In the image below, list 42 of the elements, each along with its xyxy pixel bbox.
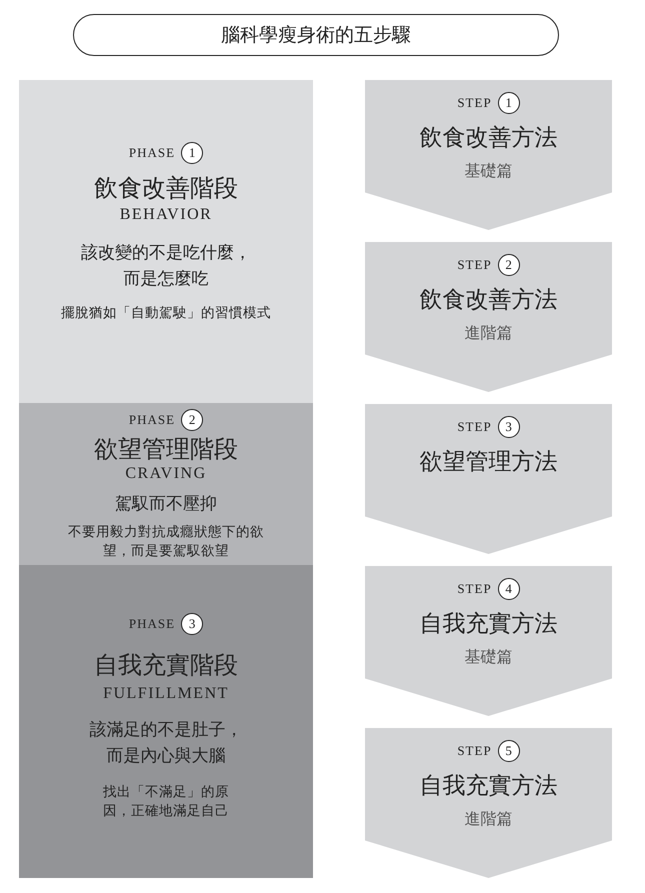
phase-english: FULFILLMENT — [102, 685, 230, 703]
phase-title: 欲望管理階段 — [93, 434, 239, 465]
chevron-step — [365, 566, 612, 716]
phase-label: PHASE — [128, 145, 176, 161]
title-text: 腦科學瘦身術的五步驟 — [221, 23, 411, 48]
chevron-step — [365, 80, 612, 230]
phase-note: 找出「不滿足」的原因，正確地滿足自己 — [102, 783, 230, 821]
step-subtitle: 基礎篇 — [464, 647, 514, 668]
phase-label: PHASE — [128, 616, 176, 632]
step-label: STEP — [457, 581, 492, 597]
chevron-step — [365, 404, 612, 554]
phase-slogan: 該改變的不是吃什麼，而是怎麼吃 — [80, 242, 252, 291]
phase-title: 飲食改善階段 — [93, 173, 239, 204]
step-label: STEP — [457, 743, 492, 759]
step-subtitle: 基礎篇 — [464, 161, 514, 182]
phase-band — [19, 403, 313, 565]
chevron-step — [365, 728, 612, 878]
circled-number: 1 — [181, 142, 204, 164]
step-label: STEP — [457, 95, 492, 111]
phase-title: 自我充實階段 — [93, 650, 239, 681]
step-label: STEP — [457, 257, 492, 273]
step-title: 欲望管理方法 — [418, 448, 558, 477]
step-label: STEP — [457, 419, 492, 435]
step-subtitle: 進階篇 — [464, 809, 514, 830]
phase-english: CRAVING — [124, 465, 208, 483]
phase-note: 不要用毅力對抗成癮狀態下的欲望，而是要駕馭欲望 — [66, 523, 265, 561]
step-title: 飲食改善方法 — [418, 124, 558, 153]
step-subtitle: 進階篇 — [464, 323, 514, 344]
phase-note: 擺脫猶如「自動駕駛」的習慣模式 — [60, 304, 272, 323]
step-title: 自我充實方法 — [418, 610, 558, 639]
phase-english: BEHAVIOR — [118, 206, 214, 224]
phase-band — [19, 565, 313, 878]
circled-number: 3 — [181, 613, 204, 635]
phase-label: PHASE — [128, 412, 176, 428]
step-title: 飲食改善方法 — [418, 286, 558, 315]
phase-slogan: 駕馭而不壓抑 — [114, 493, 218, 516]
circled-number: 2 — [181, 409, 204, 431]
step-title: 自我充實方法 — [418, 772, 558, 801]
chevron-step — [365, 242, 612, 392]
phase-band — [19, 80, 313, 403]
phase-slogan: 該滿足的不是肚子，而是內心與大腦 — [88, 719, 244, 768]
title-banner — [73, 14, 559, 56]
